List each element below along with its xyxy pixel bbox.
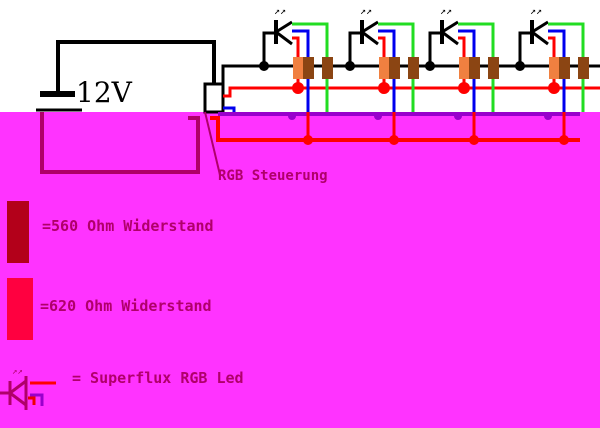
led-anode-wire [428, 31, 442, 66]
led-line [275, 20, 293, 34]
battery-symbol [36, 40, 216, 174]
led-line [361, 20, 379, 34]
led-blue-lead [292, 29, 310, 112]
resistor-560 [488, 57, 499, 79]
led-blue-lead [548, 29, 566, 112]
junction-dot [559, 135, 569, 145]
controller-label: RGB Steuerung [218, 168, 328, 184]
led-line [441, 30, 459, 46]
light-arrows-icon: ↗↗ [530, 6, 542, 17]
led-line [361, 30, 379, 46]
led-anode-wire [348, 31, 362, 66]
resistor-560 [389, 57, 400, 79]
resistor-560 [408, 57, 419, 79]
junction-dot [345, 61, 355, 71]
resistor-560 [578, 57, 589, 79]
light-arrows-icon: ↗↗ [440, 6, 452, 17]
resistor-620 [293, 57, 303, 79]
led-green-lead [458, 22, 495, 112]
led-stage: ↗↗ [425, 6, 499, 145]
junction-dot [259, 61, 269, 71]
led-line [441, 20, 459, 34]
junction-dot [548, 82, 560, 94]
led-stage: ↗↗ [345, 6, 419, 145]
junction-dot [454, 112, 462, 120]
led-anode-wire [518, 31, 532, 66]
light-arrows-icon: ↗↗ [274, 6, 286, 17]
junction-dot [515, 61, 525, 71]
junction-dot [303, 135, 313, 145]
legend-560-label: =560 Ohm Widerstand [42, 217, 214, 235]
led-green-lead [292, 22, 329, 112]
rgb-controller [203, 82, 225, 176]
led-green-lead [548, 22, 585, 112]
light-arrows-icon: ↗↗ [360, 6, 372, 17]
resistor-560 [322, 57, 333, 79]
led-blue-lead [458, 29, 476, 112]
junction-dot [374, 112, 382, 120]
junction-dot [389, 135, 399, 145]
legend-resistor-560-swatch [7, 201, 29, 263]
led-stage: ↗↗ [259, 6, 333, 145]
resistor-620 [379, 57, 389, 79]
led-green-lead [378, 22, 415, 112]
led-anode-wire [262, 31, 276, 66]
led-stage: ↗↗ [515, 6, 589, 145]
legend-620-label: =620 Ohm Widerstand [40, 297, 212, 315]
legend-resistor-620-swatch [7, 278, 33, 340]
resistor-620 [459, 57, 469, 79]
junction-dot [469, 135, 479, 145]
junction-dot [425, 61, 435, 71]
junction-dot [292, 82, 304, 94]
junction-dot [378, 82, 390, 94]
junction-dot [458, 82, 470, 94]
led-line [531, 20, 549, 34]
legend-led-label: = Superflux RGB Led [72, 369, 244, 387]
led-line [275, 30, 293, 46]
resistor-620 [549, 57, 559, 79]
resistor-560 [559, 57, 570, 79]
svg-text:↗↗: ↗↗ [12, 367, 23, 377]
legend-led-icon: ↗↗ [0, 367, 56, 410]
junction-dot [288, 112, 296, 120]
led-blue-lead [378, 29, 396, 112]
led-line [531, 30, 549, 46]
blue-wire-stub [223, 106, 236, 113]
background-bottom [0, 112, 600, 428]
resistor-560 [469, 57, 480, 79]
red-wire-upper [223, 86, 600, 98]
junction-dot [544, 112, 552, 120]
power-label: 12V [76, 76, 132, 109]
resistor-560 [303, 57, 314, 79]
